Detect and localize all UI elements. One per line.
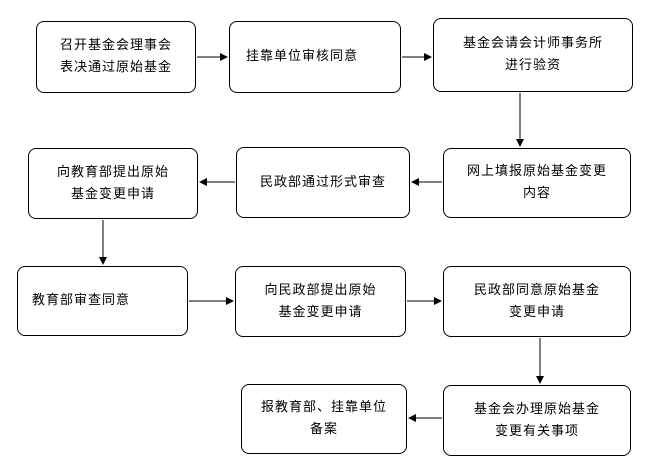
step-education-ministry-approval: 教育部审查同意: [17, 266, 188, 336]
step-apply-to-civil-affairs: 向民政部提出原始 基金变更申请: [235, 266, 406, 337]
step-label: 挂靠单位审核同意: [246, 49, 359, 64]
step-accounting-firm-verification: 基金会请会计师事务所 进行验资: [433, 18, 633, 92]
step-online-submission: 网上填报原始基金变更 内容: [443, 148, 631, 218]
step-foundation-handles-change: 基金会办理原始基金 变更有关事项: [443, 385, 631, 456]
step-civil-affairs-approval: 民政部同意原始基金 变更申请: [443, 266, 631, 337]
step-apply-to-education-ministry: 向教育部提出原始 基金变更申请: [28, 148, 198, 219]
step-label: 向民政部提出原始 基金变更申请: [264, 282, 377, 320]
step-label: 召开基金会理事会 表决通过原始基金: [59, 38, 172, 75]
step-label: 向教育部提出原始 基金变更申请: [56, 164, 169, 202]
step-label: 基金会请会计师事务所 进行验资: [462, 36, 603, 73]
step-label: 基金会办理原始基金 变更有关事项: [473, 401, 600, 439]
step-label: 报教育部、挂靠单位 备案: [260, 400, 387, 437]
step-label: 民政部通过形式审查: [259, 174, 386, 190]
step-label: 民政部同意原始基金 变更申请: [473, 282, 600, 320]
step-label: 网上填报原始基金变更 内容: [466, 164, 607, 201]
step-label: 教育部审查同意: [32, 293, 131, 308]
step-report-for-filing: 报教育部、挂靠单位 备案: [241, 384, 407, 454]
step-civil-affairs-formal-review: 民政部通过形式审查: [236, 147, 410, 218]
step-affiliated-unit-approval: 挂靠单位审核同意: [229, 21, 401, 93]
step-convene-board-meeting: 召开基金会理事会 表决通过原始基金: [36, 21, 196, 93]
